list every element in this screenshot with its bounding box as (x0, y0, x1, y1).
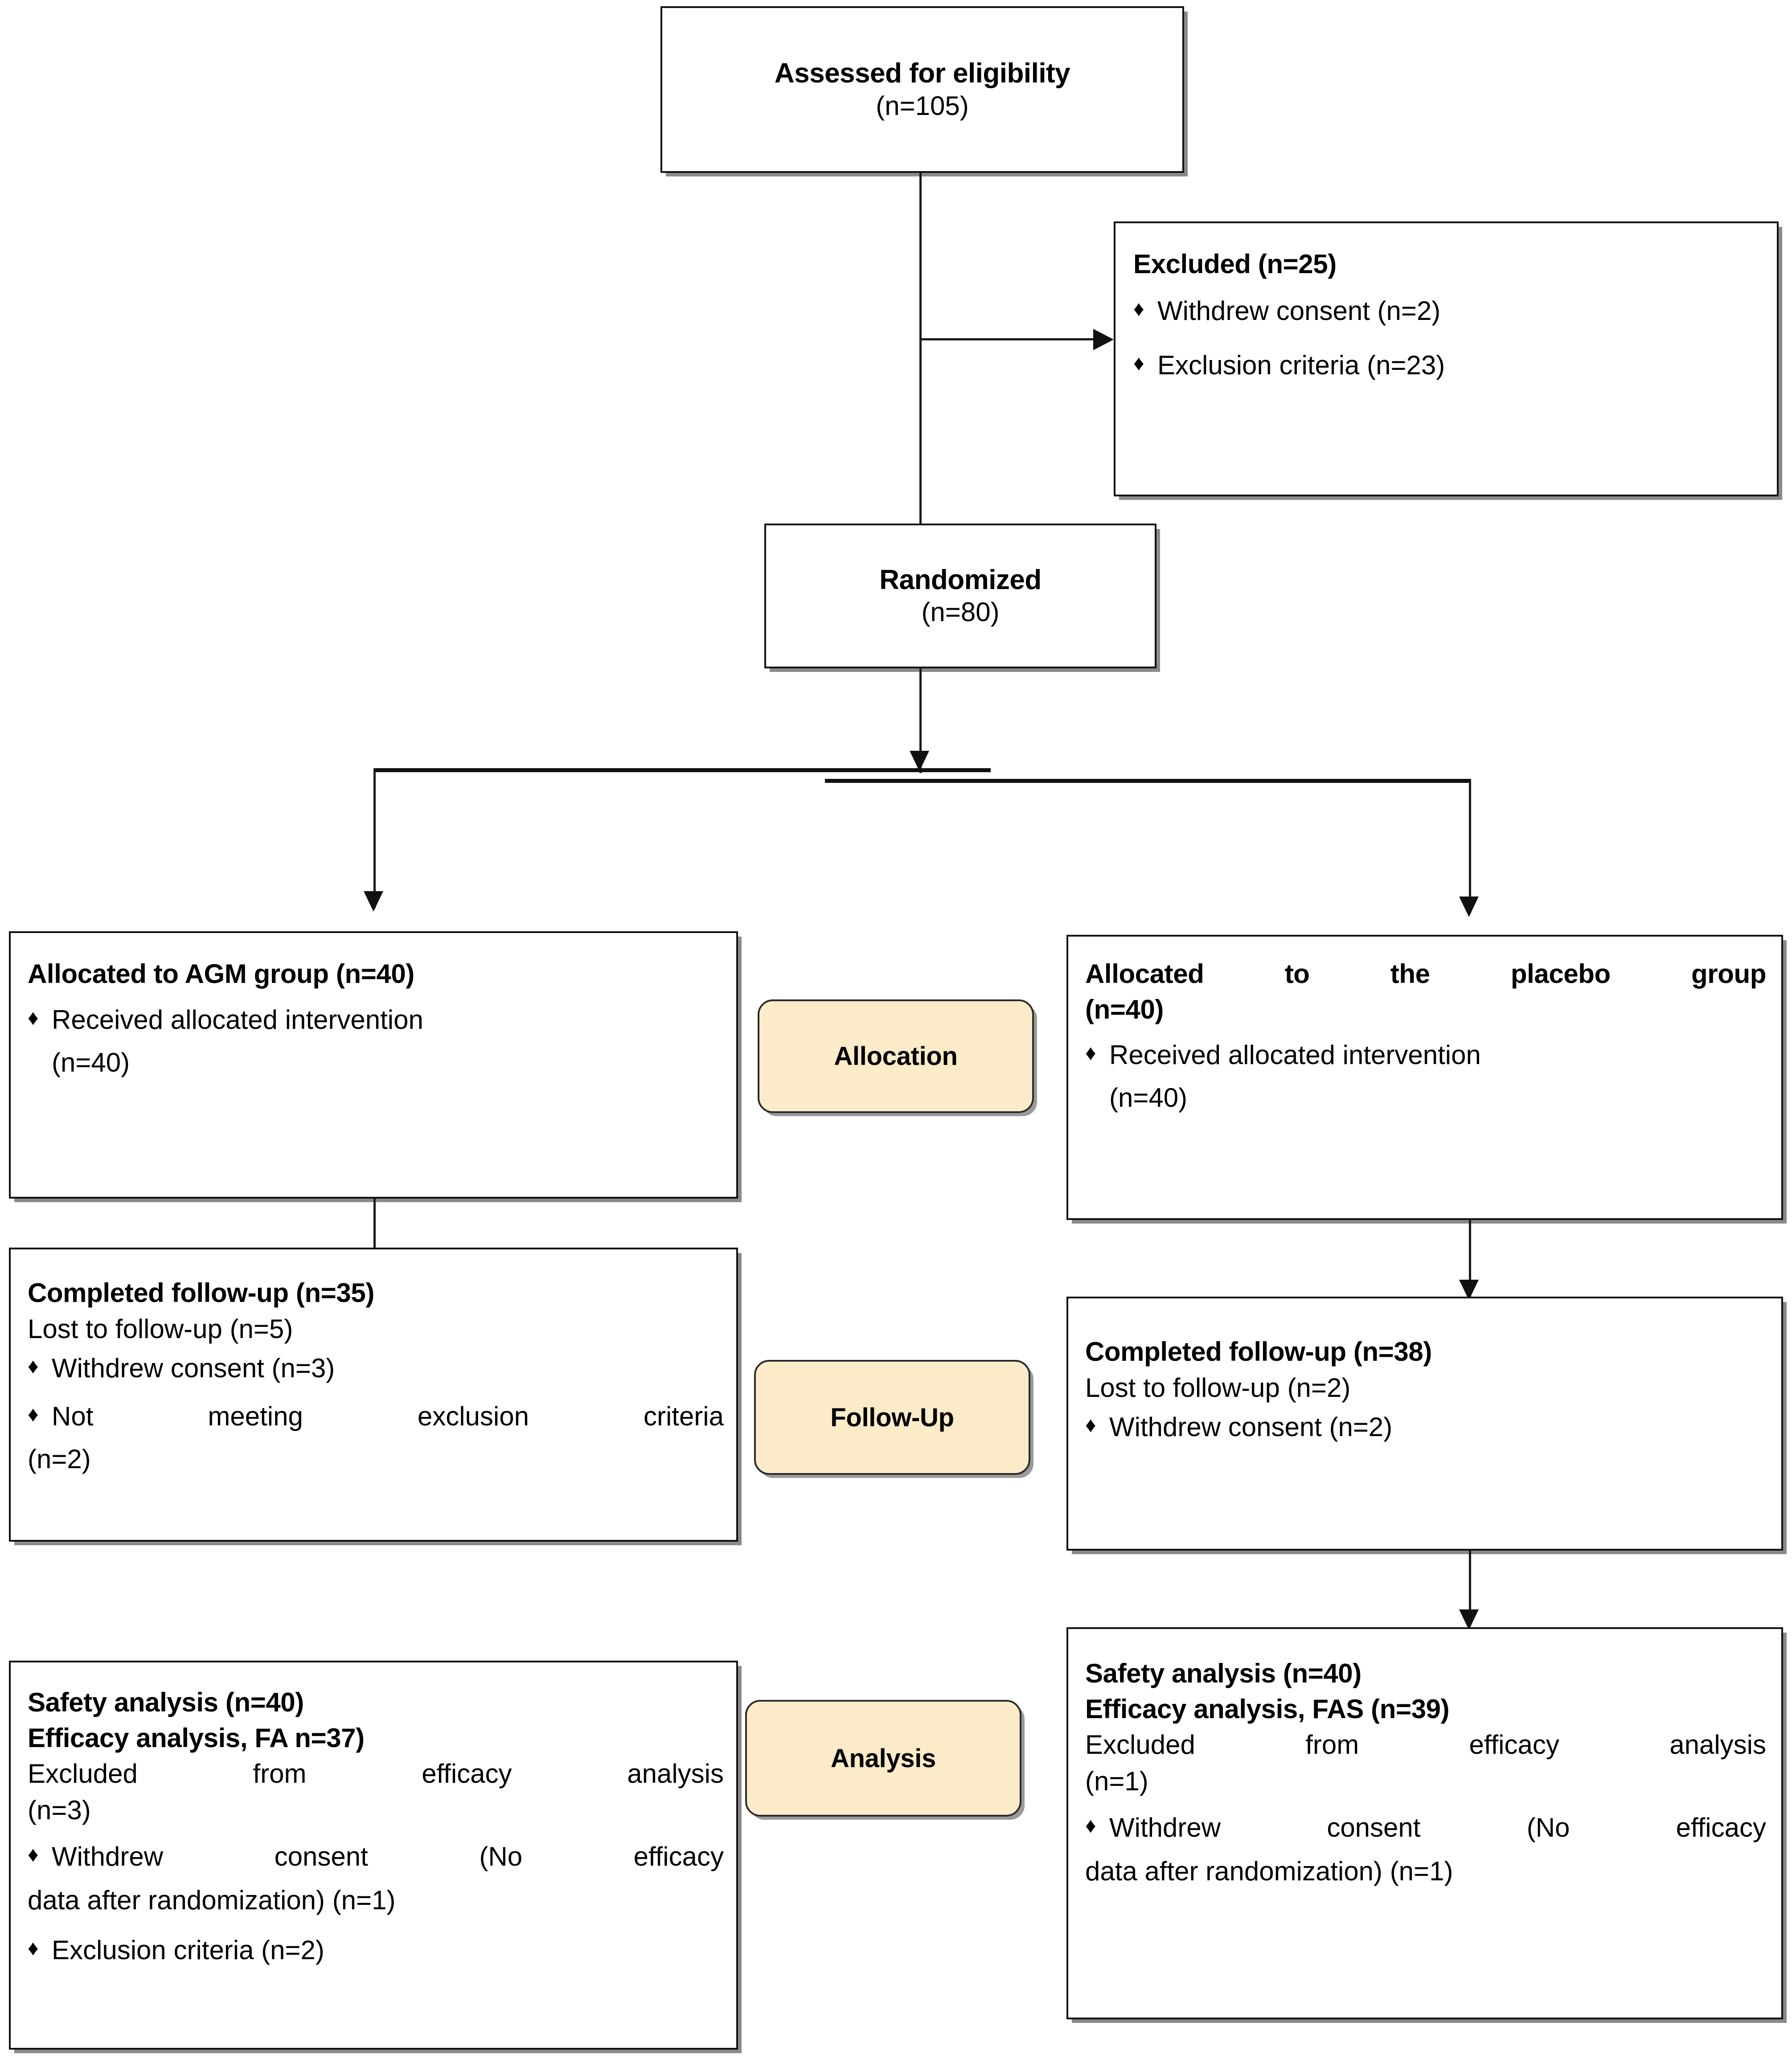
stage-label-followup: Follow-Up (754, 1360, 1030, 1475)
diamond-bullet-icon: ♦ (28, 1936, 39, 1961)
stage-label-analysis: Analysis (745, 1700, 1021, 1817)
followup-left-bullet-1: ♦ Withdrew consent (n=3) (28, 1351, 724, 1386)
randomized-count: (n=80) (921, 597, 1000, 627)
assessed-title: Assessed for eligibility (774, 58, 1070, 89)
analysis-left-bullet-1-cont: data after randomization) (n=1) (28, 1885, 396, 1916)
followup-right-bullet-1-label: Withdrew consent (n=2) (1109, 1412, 1393, 1442)
box-randomized: Randomized (n=80) (764, 524, 1156, 668)
diamond-bullet-icon: ♦ (28, 1402, 39, 1426)
diamond-bullet-icon: ♦ (28, 1843, 39, 1867)
stage-label-allocation: Allocation (758, 999, 1034, 1113)
box-followup-right: Completed follow-up (n=38) Lost to follo… (1066, 1297, 1783, 1551)
box-allocation-right: Allocated to the placebo group (n=40) ♦ … (1066, 935, 1783, 1220)
analysis-left-bullet-2-label: Exclusion criteria (n=2) (52, 1935, 324, 1965)
diamond-bullet-icon: ♦ (28, 1006, 39, 1030)
diamond-bullet-icon: ♦ (1085, 1041, 1096, 1065)
diamond-bullet-icon: ♦ (1133, 351, 1144, 375)
analysis-left-excluded-cont: (n=3) (28, 1795, 91, 1826)
split-bar-left (373, 768, 991, 772)
allocation-left-bullet-cont: (n=40) (52, 1047, 130, 1077)
analysis-right-excluded: Excluded from efficacy analysis (1085, 1730, 1766, 1760)
arrow-left-alloc (364, 891, 383, 912)
analysis-right-bullet-1: ♦ Withdrew consent (No efficacy (1085, 1810, 1766, 1845)
allocation-right-bullet-label: Received allocated intervention (1109, 1040, 1481, 1070)
box-allocation-left: Allocated to AGM group (n=40) ♦ Received… (9, 931, 738, 1199)
connector-randomized-to-split (919, 668, 922, 773)
stage-label-allocation-text: Allocation (834, 1042, 958, 1071)
allocation-right-bullet: ♦ Received allocated intervention (1085, 1038, 1766, 1072)
excluded-title: Excluded (n=25) (1133, 249, 1337, 279)
diamond-bullet-icon: ♦ (28, 1354, 39, 1378)
diamond-bullet-icon: ♦ (1085, 1814, 1096, 1838)
followup-right-lost: Lost to follow-up (n=2) (1085, 1372, 1351, 1403)
box-analysis-right: Safety analysis (n=40) Efficacy analysis… (1066, 1627, 1783, 2019)
analysis-right-safety: Safety analysis (n=40) (1085, 1658, 1361, 1688)
followup-right-title: Completed follow-up (n=38) (1085, 1337, 1432, 1367)
followup-left-bullet-2-cont: (n=2) (28, 1444, 91, 1474)
analysis-left-bullet-1: ♦ Withdrew consent (No efficacy (28, 1839, 724, 1874)
analysis-left-bullet-2: ♦ Exclusion criteria (n=2) (28, 1933, 724, 1968)
excluded-reason-2: ♦ Exclusion criteria (n=23) (1133, 348, 1762, 383)
followup-left-bullet-1-label: Withdrew consent (n=3) (52, 1353, 335, 1383)
randomized-title: Randomized (879, 564, 1042, 595)
diamond-bullet-icon: ♦ (1133, 297, 1144, 321)
analysis-left-safety: Safety analysis (n=40) (28, 1687, 304, 1717)
followup-left-title: Completed follow-up (n=35) (28, 1278, 374, 1308)
analysis-left-efficacy: Efficacy analysis, FA n=37) (28, 1723, 365, 1753)
box-analysis-left: Safety analysis (n=40) Efficacy analysis… (9, 1661, 738, 2050)
analysis-right-bullet-1-cont: data after randomization) (n=1) (1085, 1856, 1453, 1887)
analysis-left-bullet-1-label: Withdrew consent (No efficacy (52, 1842, 724, 1872)
box-assessed-for-eligibility: Assessed for eligibility (n=105) (660, 6, 1184, 173)
diamond-bullet-icon: ♦ (1085, 1413, 1096, 1437)
allocation-left-title: Allocated to AGM group (n=40) (28, 959, 414, 989)
box-excluded: Excluded (n=25) ♦ Withdrew consent (n=2)… (1114, 221, 1779, 496)
stage-label-analysis-text: Analysis (830, 1744, 936, 1773)
arrow-randomized-down (910, 751, 929, 771)
split-bar-right (825, 779, 1471, 783)
allocation-right-bullet-cont: (n=40) (1109, 1083, 1188, 1113)
excluded-reason-1: ♦ Withdrew consent (n=2) (1133, 294, 1762, 328)
analysis-right-efficacy: Efficacy analysis, FAS (n=39) (1085, 1694, 1450, 1724)
excluded-reason-1-label: Withdrew consent (n=2) (1157, 295, 1441, 326)
connector-assessed-to-randomized (919, 173, 922, 529)
arrow-right-analysis (1459, 1609, 1479, 1630)
followup-right-bullet-1: ♦ Withdrew consent (n=2) (1085, 1410, 1766, 1445)
allocation-right-title: Allocated to the placebo group (1085, 959, 1766, 989)
assessed-count: (n=105) (876, 90, 969, 121)
allocation-left-bullet: ♦ Received allocated intervention (28, 1003, 723, 1037)
analysis-left-excluded: Excluded from efficacy analysis (28, 1759, 724, 1789)
analysis-right-bullet-1-label: Withdrew consent (No efficacy (1109, 1813, 1766, 1843)
arrow-to-excluded (1093, 329, 1114, 350)
box-followup-left: Completed follow-up (n=35) Lost to follo… (9, 1248, 738, 1542)
allocation-left-bullet-label: Received allocated intervention (52, 1004, 423, 1035)
followup-left-bullet-2-label: Not meeting exclusion criteria (52, 1401, 724, 1431)
connector-left-alloc-to-followup (373, 1199, 376, 1279)
allocation-right-title-cont: (n=40) (1085, 994, 1164, 1024)
analysis-right-excluded-cont: (n=1) (1085, 1766, 1148, 1797)
connector-split-to-left-alloc (373, 768, 376, 908)
stage-label-followup-text: Follow-Up (830, 1403, 954, 1432)
connector-right-alloc-to-followup (1469, 1220, 1471, 1297)
connector-to-excluded (919, 338, 1093, 340)
followup-left-bullet-2: ♦ Not meeting exclusion criteria (28, 1399, 724, 1434)
excluded-reason-2-label: Exclusion criteria (n=23) (1157, 350, 1445, 380)
followup-left-lost: Lost to follow-up (n=5) (28, 1314, 293, 1344)
connector-split-to-right-alloc (1469, 779, 1471, 913)
arrow-right-alloc (1459, 896, 1479, 917)
connector-right-followup-to-analysis (1469, 1551, 1471, 1626)
